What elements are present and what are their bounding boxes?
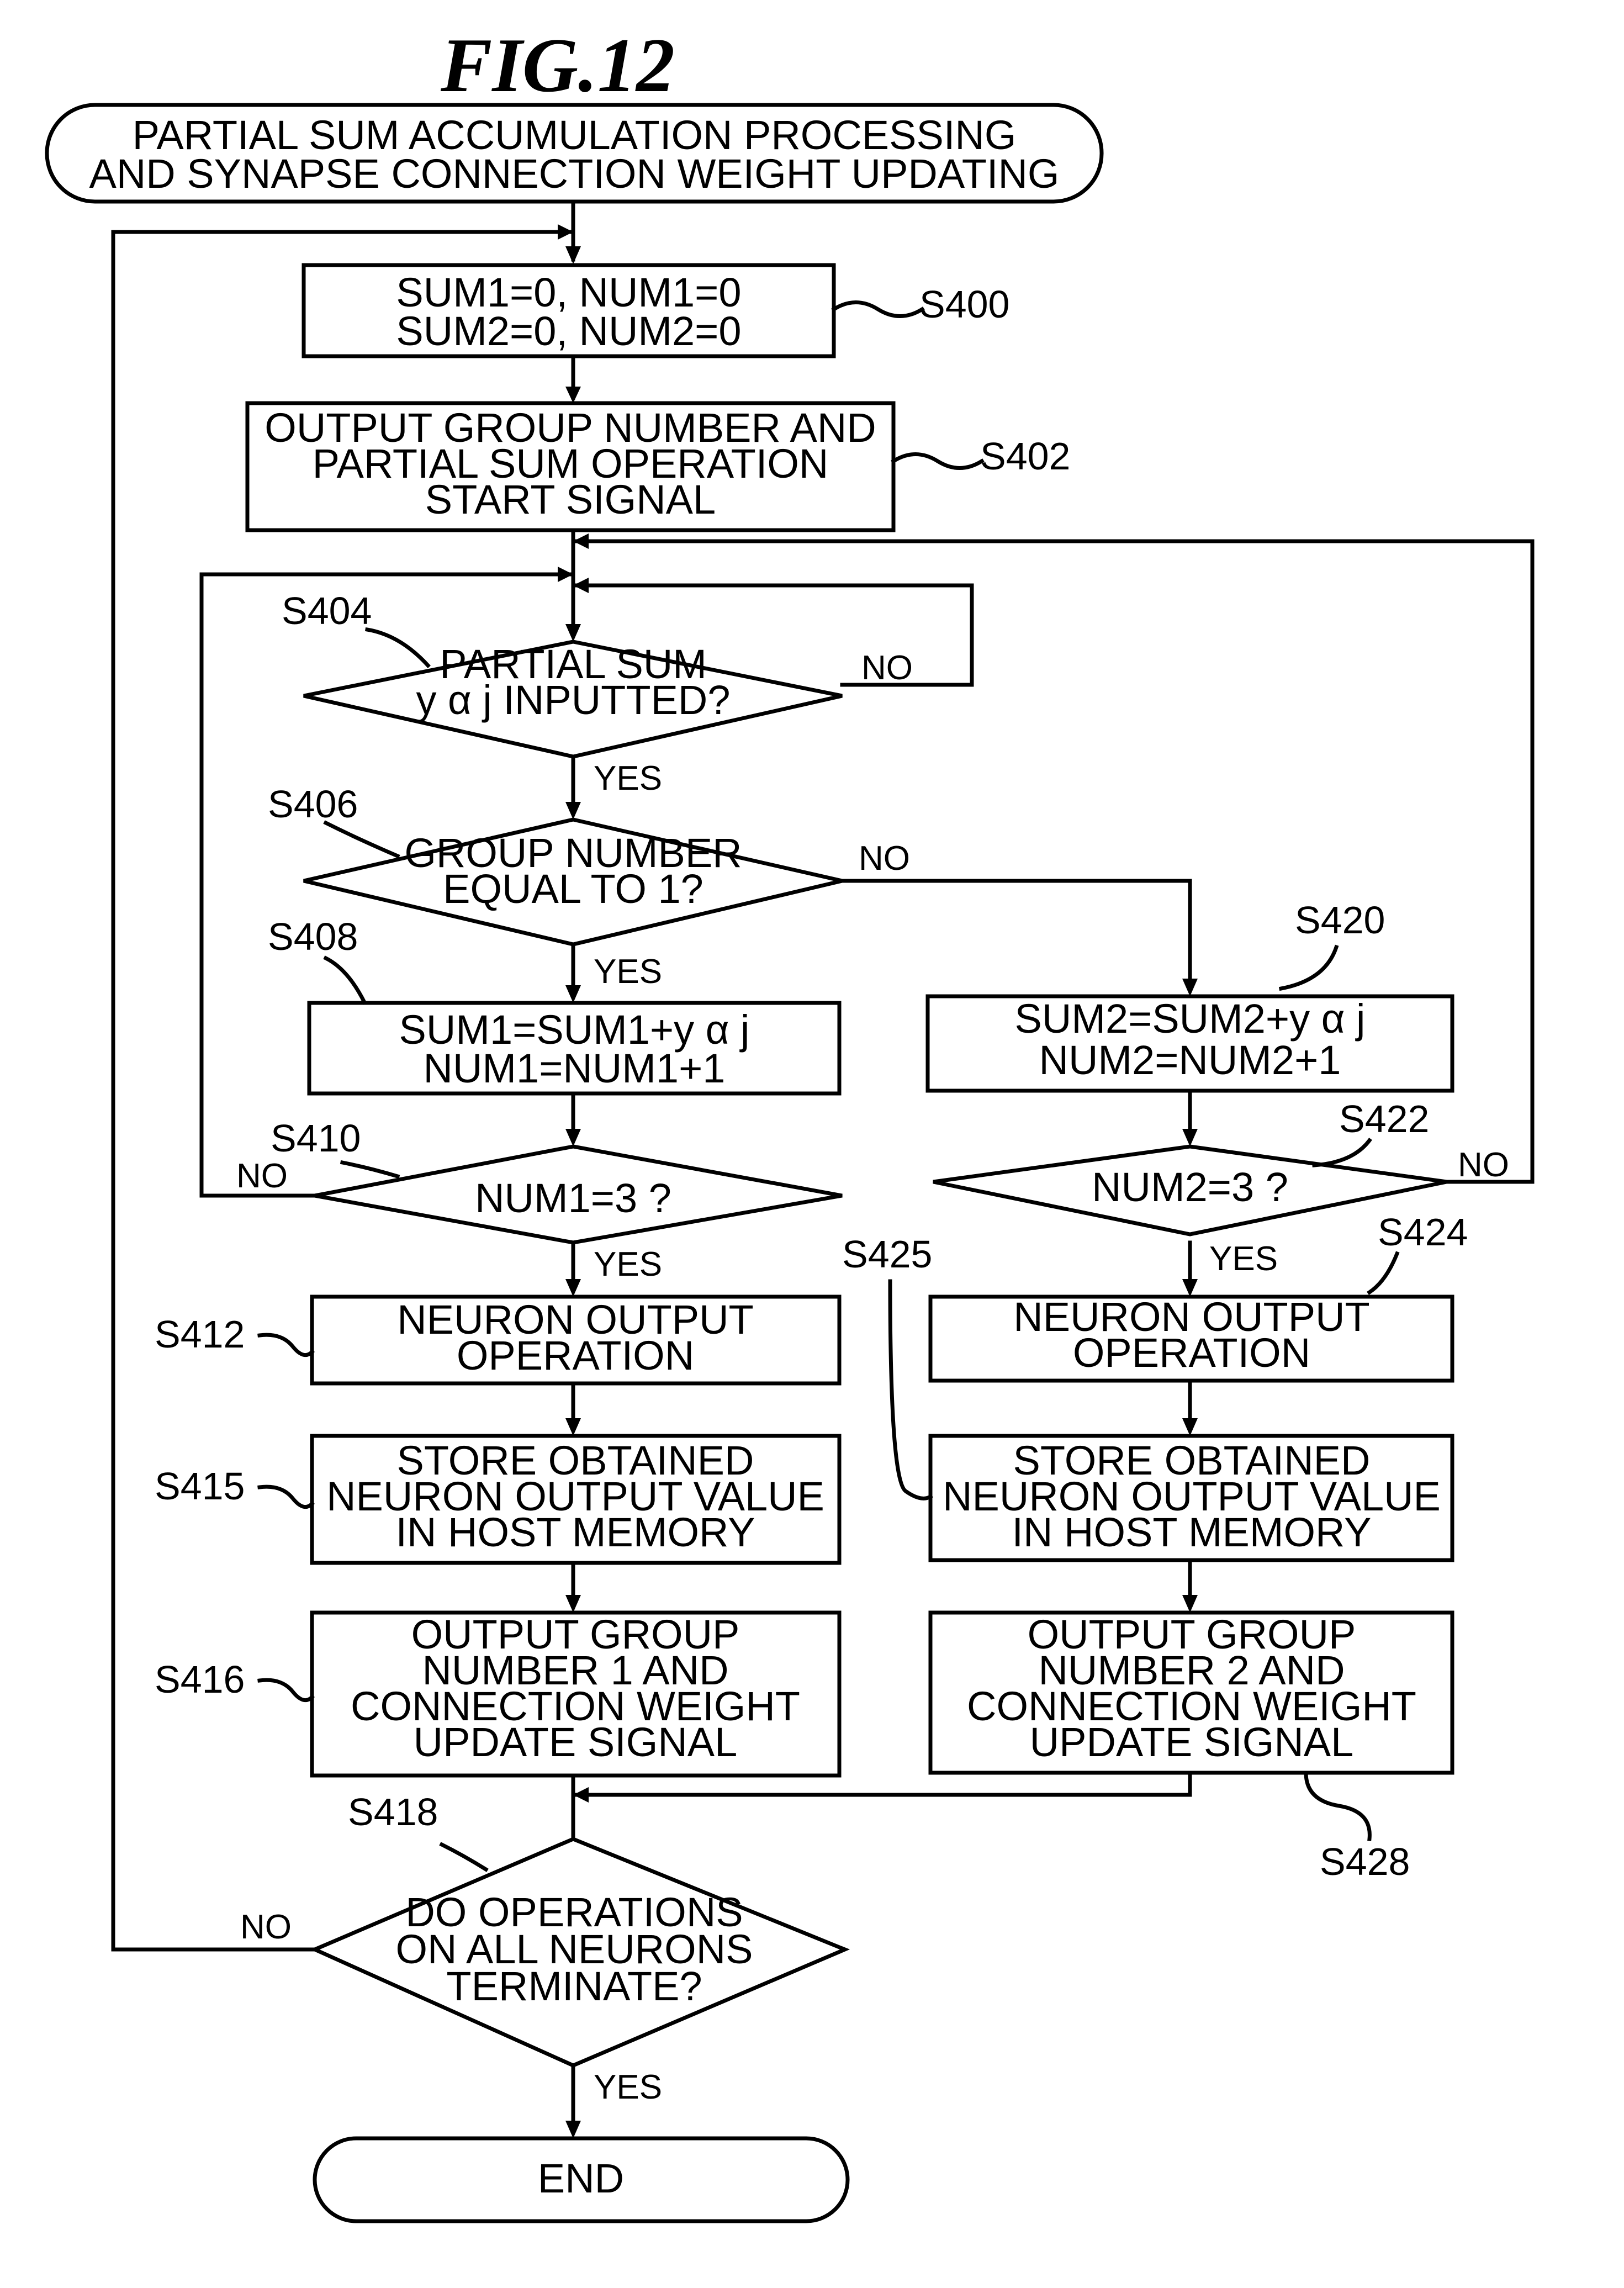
s424-line2: OPERATION: [1073, 1330, 1310, 1376]
s404-yes-label: YES: [594, 759, 662, 797]
s404-no-label: NO: [861, 649, 913, 687]
s410-step-id: S410: [271, 1117, 361, 1160]
decision-s404: PARTIAL SUM y α j INPUTTED? S404 NO YES: [282, 589, 913, 797]
s406-no-label: NO: [859, 839, 910, 878]
s418-no-label: NO: [240, 1908, 292, 1946]
s425-step-id: S425: [842, 1233, 932, 1276]
s404-step-id: S404: [282, 589, 372, 632]
s428-line4: UPDATE SIGNAL: [1030, 1719, 1354, 1765]
end-label: END: [538, 2155, 624, 2201]
s420-step-id: S420: [1295, 899, 1385, 942]
s400-line2: SUM2=0, NUM2=0: [396, 308, 741, 354]
s408-line2: NUM1=NUM1+1: [424, 1045, 726, 1091]
s422-step-id: S422: [1339, 1097, 1429, 1140]
s415-line3: IN HOST MEMORY: [395, 1509, 755, 1555]
s416-step-id: S416: [155, 1658, 245, 1701]
s404-line2: y α j INPUTTED?: [416, 677, 730, 723]
process-s400: SUM1=0, NUM1=0 SUM2=0, NUM2=0 S400: [304, 265, 1009, 356]
s408-step-id: S408: [268, 915, 358, 958]
s415-step-id: S415: [155, 1465, 245, 1508]
s402-step-id: S402: [980, 435, 1070, 478]
s406-line2: EQUAL TO 1?: [443, 866, 703, 912]
start-label-line2: AND SYNAPSE CONNECTION WEIGHT UPDATING: [89, 151, 1060, 197]
decision-s406: GROUP NUMBER EQUAL TO 1? S406 NO YES: [268, 783, 910, 991]
s420-line2: NUM2=NUM2+1: [1039, 1037, 1341, 1083]
s416-line4: UPDATE SIGNAL: [414, 1719, 738, 1765]
s425-line3: IN HOST MEMORY: [1012, 1509, 1371, 1555]
s418-line3: TERMINATE?: [446, 1963, 702, 2009]
end-terminator: END: [315, 2138, 848, 2221]
decision-s410: NUM1=3 ? S410 NO YES: [236, 1117, 842, 1283]
process-s416: OUTPUT GROUP NUMBER 1 AND CONNECTION WEI…: [155, 1611, 839, 1776]
s400-step-id: S400: [919, 283, 1009, 326]
s418-yes-label: YES: [594, 2068, 662, 2106]
process-s425: STORE OBTAINED NEURON OUTPUT VALUE IN HO…: [842, 1233, 1452, 1560]
s406-step-id: S406: [268, 783, 358, 826]
process-s402: OUTPUT GROUP NUMBER AND PARTIAL SUM OPER…: [247, 403, 1070, 530]
s402-line3: START SIGNAL: [425, 477, 716, 522]
s424-step-id: S424: [1378, 1211, 1468, 1254]
s420-line1: SUM2=SUM2+y α j: [1015, 996, 1366, 1042]
start-terminator: PARTIAL SUM ACCUMULATION PROCESSING AND …: [47, 105, 1102, 202]
process-s424: NEURON OUTPUT OPERATION S424: [930, 1211, 1468, 1381]
s412-step-id: S412: [155, 1313, 245, 1356]
process-s415: STORE OBTAINED NEURON OUTPUT VALUE IN HO…: [155, 1436, 839, 1563]
s412-line2: OPERATION: [457, 1333, 694, 1378]
decision-s418: DO OPERATIONS ON ALL NEURONS TERMINATE? …: [240, 1790, 845, 2106]
s428-step-id: S428: [1320, 1840, 1410, 1883]
s422-no-label: NO: [1458, 1146, 1509, 1184]
process-s428: OUTPUT GROUP NUMBER 2 AND CONNECTION WEI…: [930, 1611, 1452, 1883]
process-s412: NEURON OUTPUT OPERATION S412: [155, 1297, 839, 1383]
process-s408: SUM1=SUM1+y α j NUM1=NUM1+1 S408: [268, 915, 839, 1093]
figure-title: FIG.12: [440, 23, 675, 108]
s410-yes-label: YES: [594, 1245, 662, 1283]
s410-line1: NUM1=3 ?: [475, 1175, 671, 1221]
s422-yes-label: YES: [1209, 1240, 1278, 1278]
s410-no-label: NO: [236, 1157, 288, 1195]
s422-line1: NUM2=3 ?: [1092, 1164, 1288, 1210]
s406-yes-label: YES: [594, 953, 662, 991]
s418-step-id: S418: [348, 1790, 438, 1833]
